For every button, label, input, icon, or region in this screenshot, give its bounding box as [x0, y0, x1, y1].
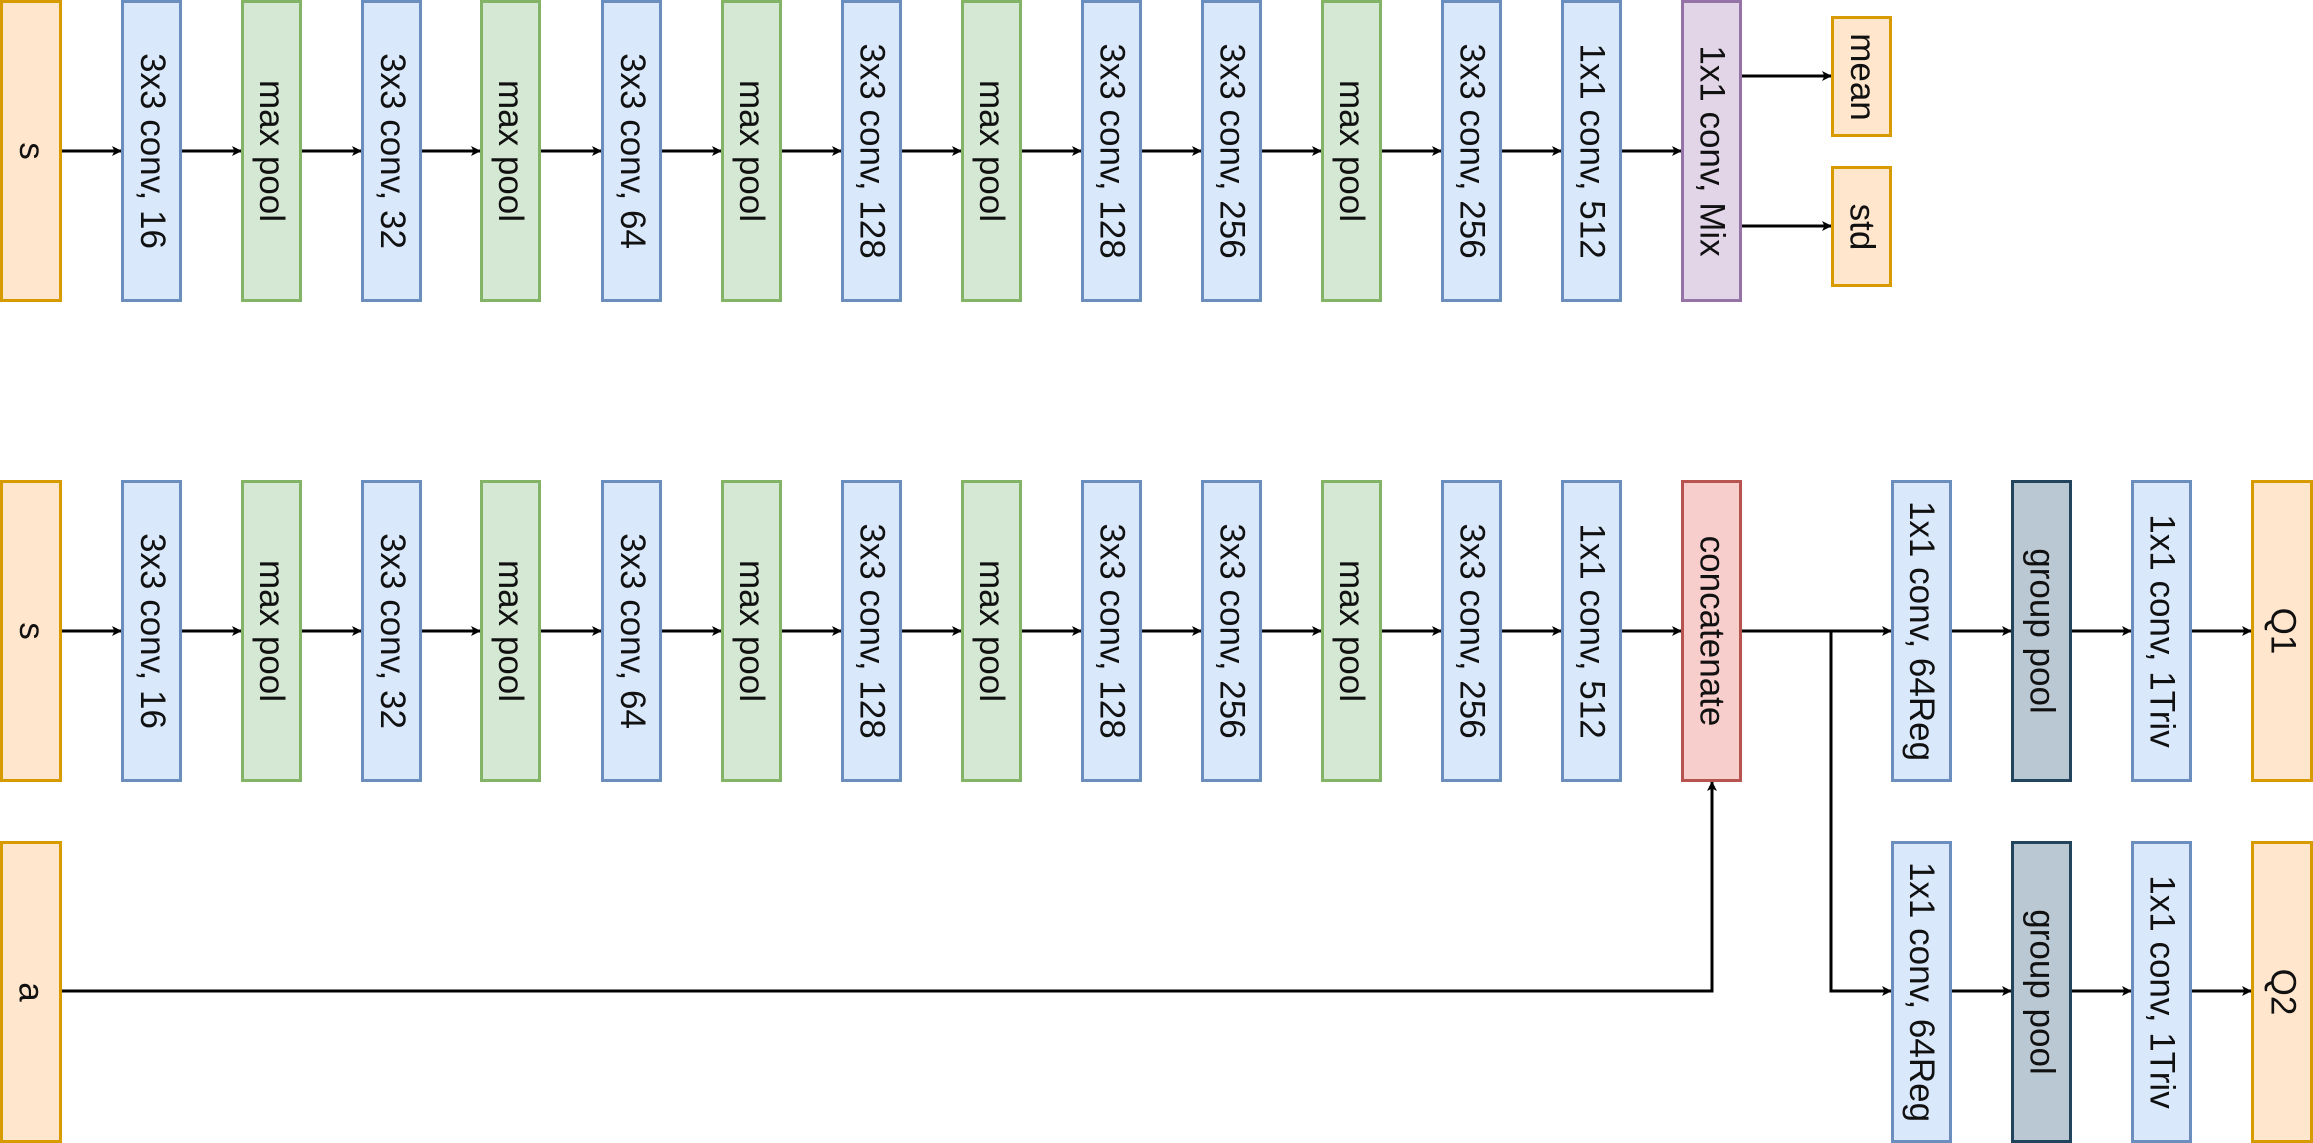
q1-conv-64reg: 1x1 conv, 64Reg — [1891, 480, 1952, 782]
critic-layer-7: 3x3 conv, 128 — [841, 480, 902, 782]
critic-layer-12: 3x3 conv, 256 — [1441, 480, 1502, 782]
actor-layer-2: max pool — [241, 0, 302, 302]
critic-layer-8: max pool — [961, 480, 1022, 782]
critic-action-input: a — [0, 841, 62, 1143]
q1-conv-1triv: 1x1 conv, 1Triv — [2131, 480, 2192, 782]
actor-output-std: std — [1831, 166, 1892, 287]
actor-layer-8: max pool — [961, 0, 1022, 302]
actor-output-mean: mean — [1831, 16, 1892, 137]
critic-layer-2: max pool — [241, 480, 302, 782]
actor-layer-5: 3x3 conv, 64 — [601, 0, 662, 302]
critic-layer-3: 3x3 conv, 32 — [361, 480, 422, 782]
critic-layer-9: 3x3 conv, 128 — [1081, 480, 1142, 782]
critic-layer-11: max pool — [1321, 480, 1382, 782]
actor-layer-10: 3x3 conv, 256 — [1201, 0, 1262, 302]
critic-layer-1: 3x3 conv, 16 — [121, 480, 182, 782]
actor-layer-9: 3x3 conv, 128 — [1081, 0, 1142, 302]
concat-to-q2-arrow — [1829, 631, 1892, 996]
critic-layer-13: 1x1 conv, 512 — [1561, 480, 1622, 782]
actor-layer-11: max pool — [1321, 0, 1382, 302]
actor-layer-3: 3x3 conv, 32 — [361, 0, 422, 302]
actor-layer-6: max pool — [721, 0, 782, 302]
critic-layer-6: max pool — [721, 480, 782, 782]
q1-output: Q1 — [2251, 480, 2313, 782]
actor-layer-12: 3x3 conv, 256 — [1441, 0, 1502, 302]
actor-layer-1: 3x3 conv, 16 — [121, 0, 182, 302]
q2-output: Q2 — [2251, 841, 2313, 1143]
critic-layer-4: max pool — [480, 480, 541, 782]
actor-layer-14: 1x1 conv, Mix — [1681, 0, 1742, 302]
actor-layer-4: max pool — [480, 0, 541, 302]
critic-concatenate: concatenate — [1681, 480, 1742, 782]
q2-group-pool: group pool — [2011, 841, 2072, 1143]
actor-layer-13: 1x1 conv, 512 — [1561, 0, 1622, 302]
q2-conv-1triv: 1x1 conv, 1Triv — [2131, 841, 2192, 1143]
critic-layer-10: 3x3 conv, 256 — [1201, 480, 1262, 782]
q1-group-pool: group pool — [2011, 480, 2072, 782]
action-to-concatenate-arrow — [62, 781, 1717, 993]
critic-state-input: s — [0, 480, 62, 782]
actor-layer-7: 3x3 conv, 128 — [841, 0, 902, 302]
critic-layer-5: 3x3 conv, 64 — [601, 480, 662, 782]
q2-conv-64reg: 1x1 conv, 64Reg — [1891, 841, 1952, 1143]
actor-state-input: s — [0, 0, 62, 302]
